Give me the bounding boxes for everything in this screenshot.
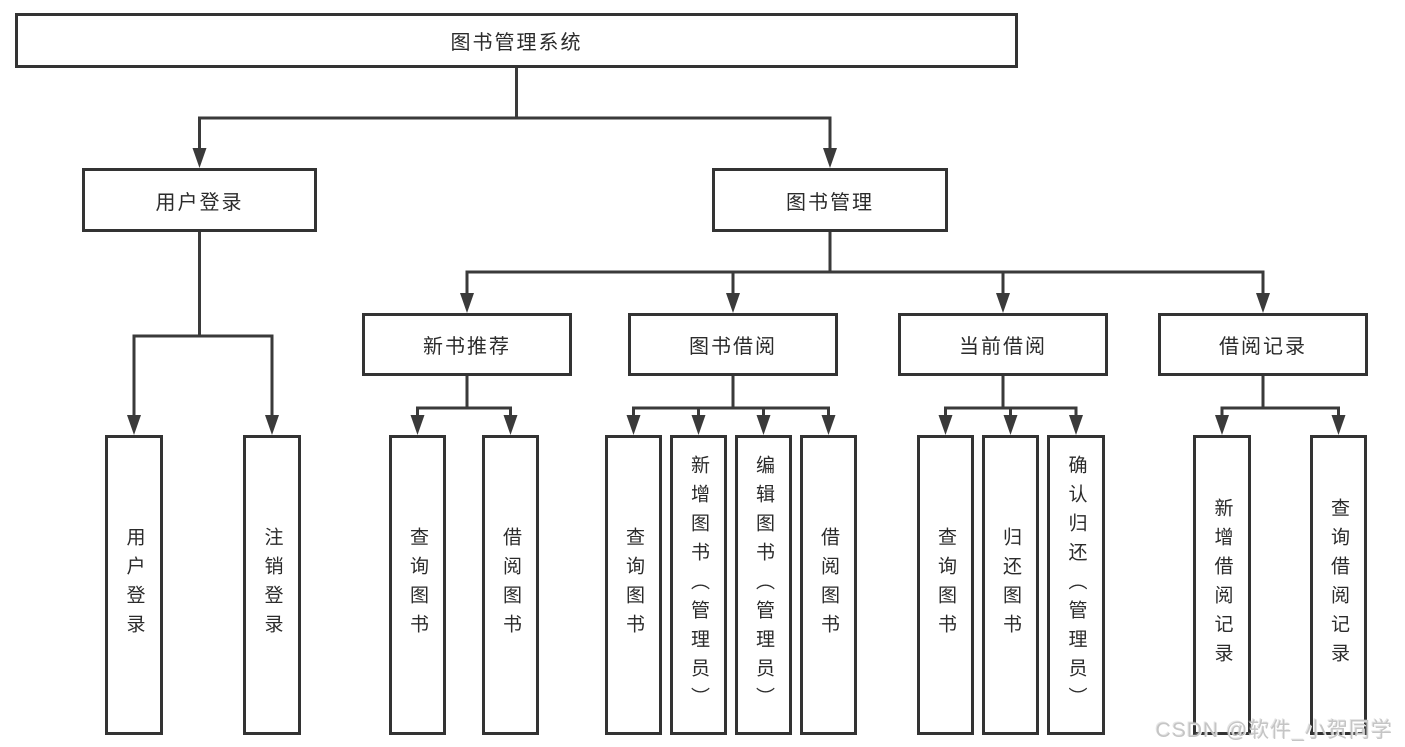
arrowhead-icon bbox=[410, 415, 425, 435]
node-label: 确认归还（管理员） bbox=[1065, 454, 1087, 716]
node-label: 当前借阅 bbox=[959, 336, 1047, 358]
node-new-book-rec: 新书推荐 bbox=[362, 313, 572, 376]
arrowhead-icon bbox=[823, 148, 837, 168]
arrowhead-icon bbox=[1003, 415, 1018, 435]
arrowhead-icon bbox=[756, 415, 771, 435]
node-book-borrow: 图书借阅 bbox=[628, 313, 838, 376]
node-leaf-query-book-3: 查询图书 bbox=[917, 435, 974, 735]
node-leaf-borrow-book-1: 借阅图书 bbox=[482, 435, 539, 735]
arrowhead-icon bbox=[626, 415, 641, 435]
node-label: 借阅图书 bbox=[818, 527, 839, 643]
arrowhead-icon bbox=[1331, 415, 1346, 435]
node-label: 查询图书 bbox=[623, 527, 644, 643]
watermark-text: CSDN @软件_小贺同学 bbox=[1155, 719, 1393, 742]
node-label: 归还图书 bbox=[1000, 527, 1021, 643]
node-label: 查询图书 bbox=[935, 527, 956, 643]
node-label: 查询借阅记录 bbox=[1328, 498, 1349, 672]
arrowhead-icon bbox=[938, 415, 953, 435]
arrowhead-icon bbox=[1215, 415, 1229, 435]
arrowhead-icon bbox=[821, 415, 836, 435]
node-root: 图书管理系统 bbox=[15, 13, 1018, 68]
node-leaf-user-login: 用户登录 bbox=[105, 435, 163, 735]
node-label: 新增图书（管理员） bbox=[688, 454, 709, 716]
node-label: 借阅记录 bbox=[1219, 336, 1307, 358]
arrowhead-icon bbox=[192, 148, 207, 168]
arrowhead-icon bbox=[1069, 415, 1083, 435]
node-label: 新增借阅记录 bbox=[1211, 498, 1233, 672]
node-leaf-logout: 注销登录 bbox=[243, 435, 301, 735]
arrowhead-icon bbox=[127, 415, 141, 435]
node-label: 图书管理系统 bbox=[450, 32, 583, 54]
node-label: 编辑图书（管理员） bbox=[753, 454, 774, 716]
node-leaf-query-book-1: 查询图书 bbox=[389, 435, 446, 735]
node-leaf-return-book: 归还图书 bbox=[982, 435, 1039, 735]
node-leaf-confirm-return: 确认归还（管理员） bbox=[1047, 435, 1105, 735]
node-label: 图书管理 bbox=[786, 191, 874, 214]
arrowhead-icon bbox=[503, 415, 518, 435]
node-borrow-record: 借阅记录 bbox=[1158, 313, 1368, 376]
node-book-mgmt: 图书管理 bbox=[712, 168, 948, 232]
arrowhead-icon bbox=[691, 415, 706, 435]
node-leaf-edit-book: 编辑图书（管理员） bbox=[735, 435, 792, 735]
arrowhead-icon bbox=[726, 293, 740, 313]
arrowhead-icon bbox=[1256, 293, 1270, 313]
node-label: 查询图书 bbox=[407, 527, 428, 643]
node-label: 注销登录 bbox=[261, 527, 283, 643]
node-user-login: 用户登录 bbox=[82, 168, 317, 232]
node-label: 用户登录 bbox=[123, 527, 145, 643]
node-leaf-add-book: 新增图书（管理员） bbox=[670, 435, 727, 735]
node-label: 图书借阅 bbox=[689, 336, 777, 358]
node-label: 用户登录 bbox=[155, 191, 244, 214]
node-current-borrow: 当前借阅 bbox=[898, 313, 1108, 376]
node-leaf-query-book-2: 查询图书 bbox=[605, 435, 662, 735]
node-leaf-query-record: 查询借阅记录 bbox=[1310, 435, 1367, 735]
arrowhead-icon bbox=[460, 293, 474, 313]
node-label: 借阅图书 bbox=[500, 527, 521, 643]
node-leaf-add-record: 新增借阅记录 bbox=[1193, 435, 1251, 735]
arrowhead-icon bbox=[996, 293, 1010, 313]
node-leaf-borrow-book-2: 借阅图书 bbox=[800, 435, 857, 735]
arrowhead-icon bbox=[265, 415, 279, 435]
node-label: 新书推荐 bbox=[423, 336, 511, 358]
